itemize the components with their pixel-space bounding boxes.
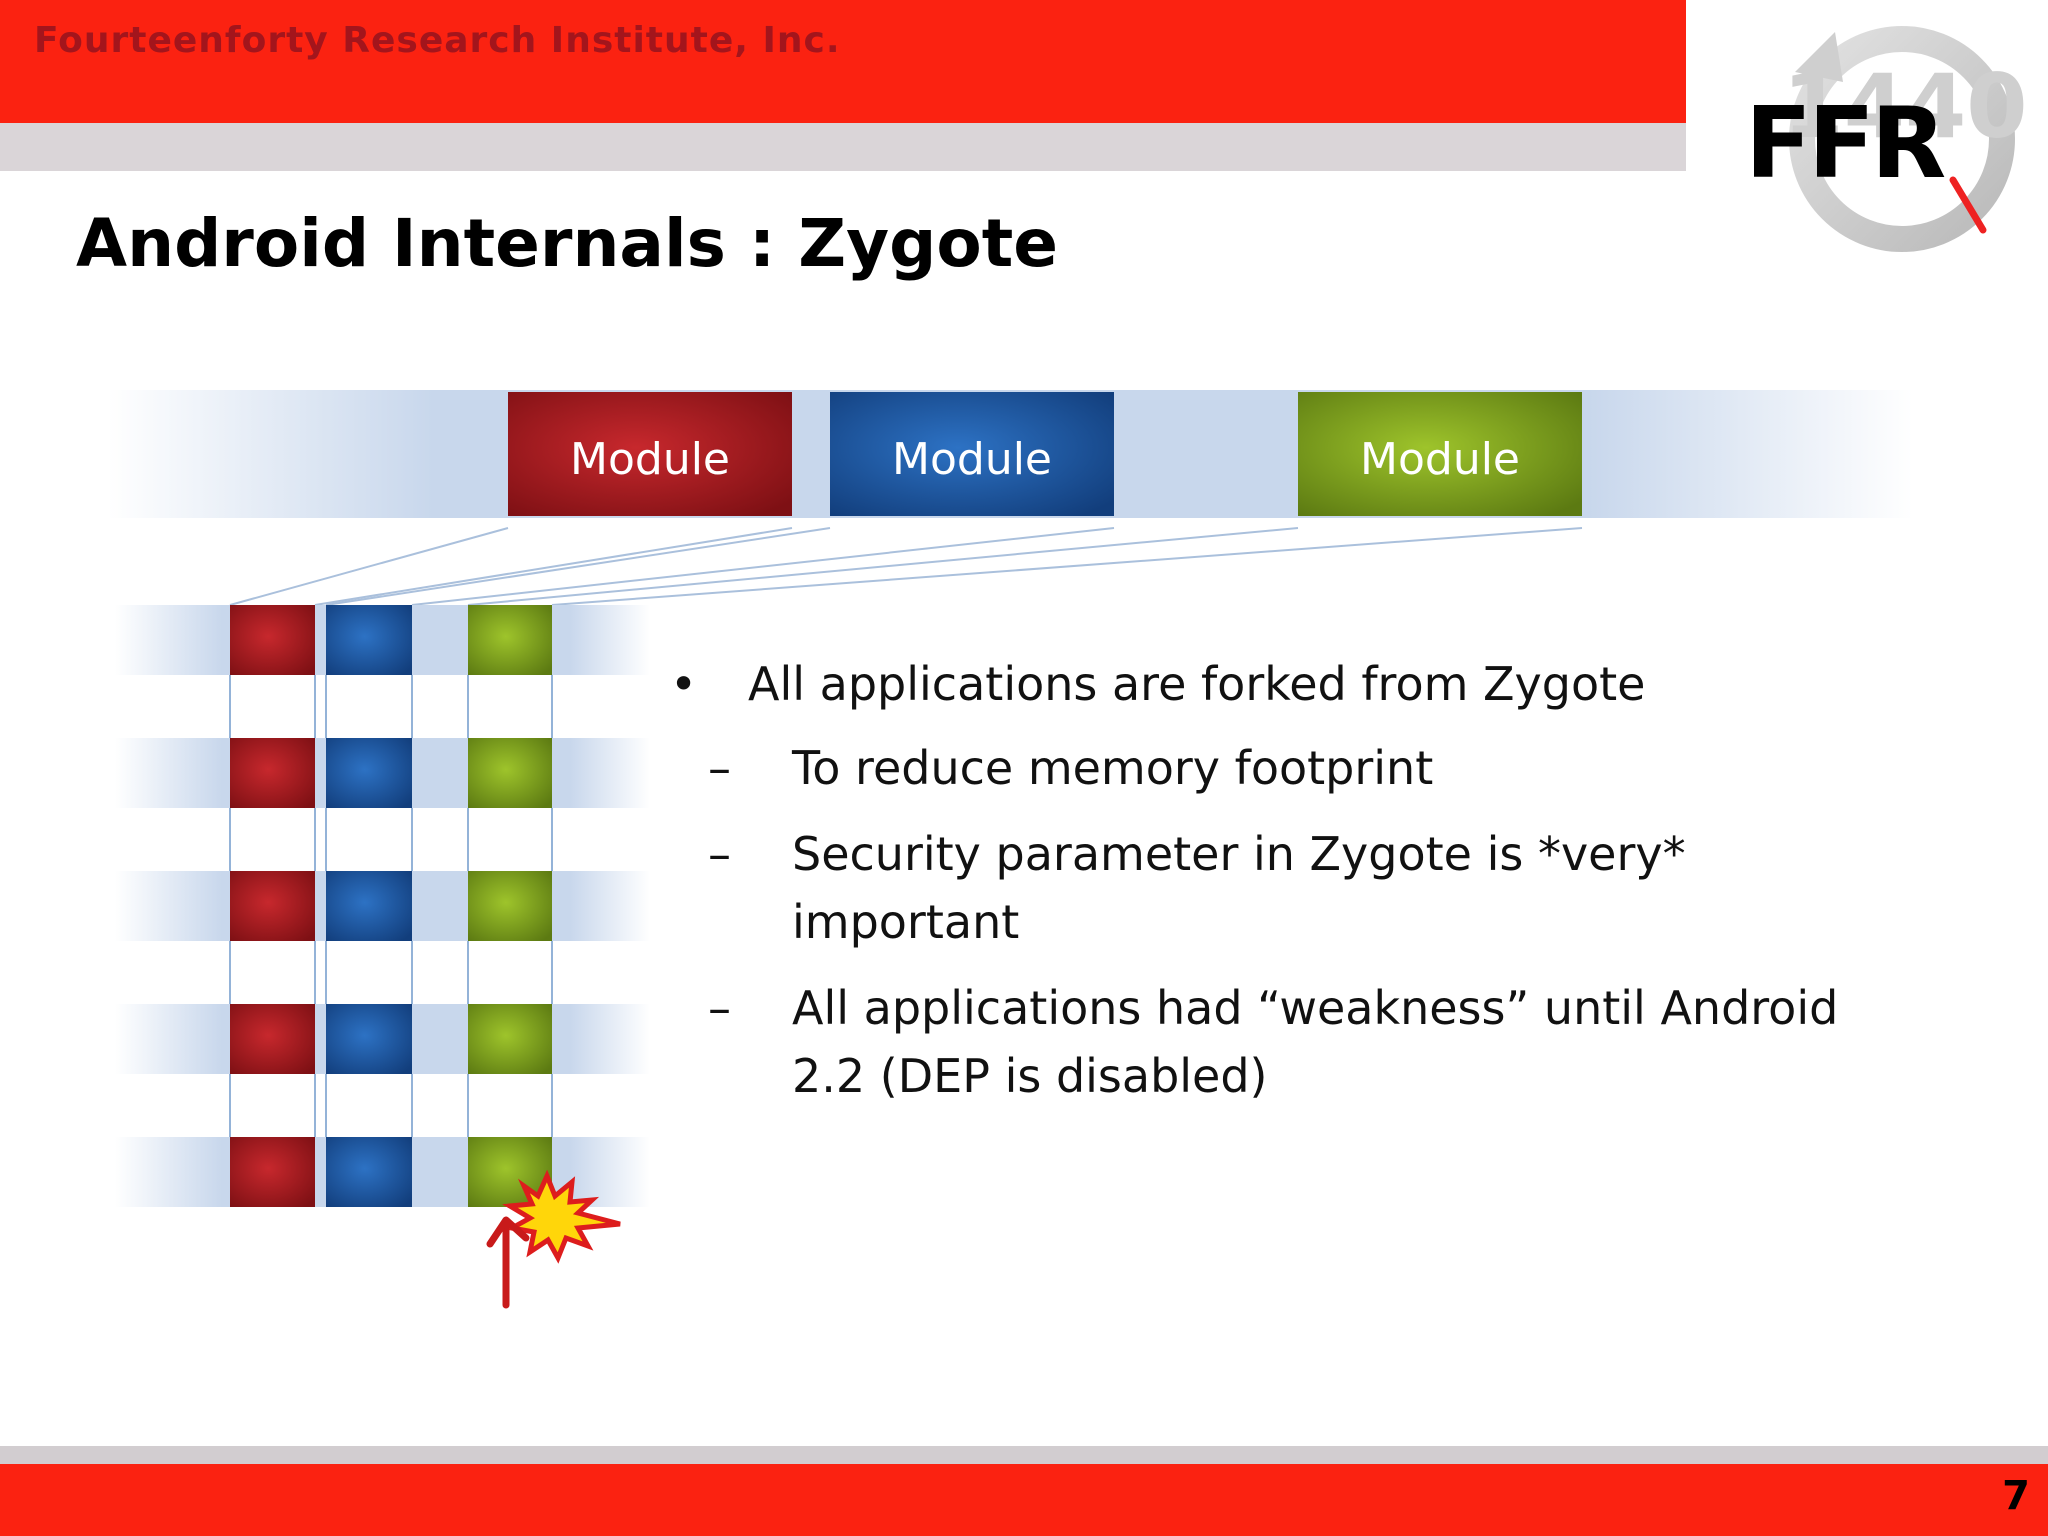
- bullet-main-text: All applications are forked from Zygote: [748, 657, 1646, 711]
- module-label-green: Module: [1360, 434, 1520, 485]
- sub-bullet-item: – All applications had “weakness” until …: [670, 974, 1870, 1110]
- sub-bullet-item: – Security parameter in Zygote is *very*…: [670, 820, 1870, 956]
- ffr-logo: 1440 FFR: [1735, 12, 2035, 272]
- page-title: Android Internals : Zygote: [76, 205, 1059, 282]
- logo-watermark: 1440: [1783, 55, 2028, 158]
- zygote-diagram: [100, 380, 1920, 1330]
- module-block-red: [508, 392, 792, 516]
- bullet-dash: –: [708, 741, 731, 795]
- bullet-dot: •: [670, 657, 698, 711]
- bullet-list: • All applications are forked from Zygot…: [670, 652, 1870, 1128]
- bullet-dash: –: [708, 827, 731, 881]
- module-label-red: Module: [570, 434, 730, 485]
- process-row: [115, 738, 650, 808]
- process-row: [115, 605, 650, 675]
- company-name: Fourteenforty Research Institute, Inc.: [34, 20, 841, 61]
- up-arrow-icon: [486, 1216, 530, 1309]
- bullet-dash: –: [708, 981, 731, 1035]
- sub-bullet-text: To reduce memory footprint: [792, 741, 1434, 795]
- explosion-icon: [502, 1169, 621, 1264]
- page-number: 7: [2002, 1473, 2030, 1519]
- sub-bullet-list: – To reduce memory footprint – Security …: [670, 734, 1870, 1110]
- header-gray-stripe: [0, 123, 1686, 171]
- module-block-green: [1298, 392, 1582, 516]
- footer-band: [0, 1464, 2048, 1536]
- sub-bullet-text: Security parameter in Zygote is *very* i…: [792, 827, 1686, 949]
- module-block-blue: [830, 392, 1114, 516]
- sub-bullet-item: – To reduce memory footprint: [670, 734, 1870, 802]
- footer-gray-stripe: [0, 1446, 2048, 1464]
- process-row: [115, 871, 650, 941]
- logo-text: FFR: [1745, 87, 1945, 201]
- module-label-blue: Module: [892, 434, 1052, 485]
- bullet-main: • All applications are forked from Zygot…: [670, 652, 1870, 716]
- sub-bullet-text: All applications had “weakness” until An…: [792, 981, 1839, 1103]
- connector-lines: [229, 527, 1583, 606]
- process-row: [115, 1004, 650, 1074]
- header-band: Fourteenforty Research Institute, Inc.: [0, 0, 1686, 123]
